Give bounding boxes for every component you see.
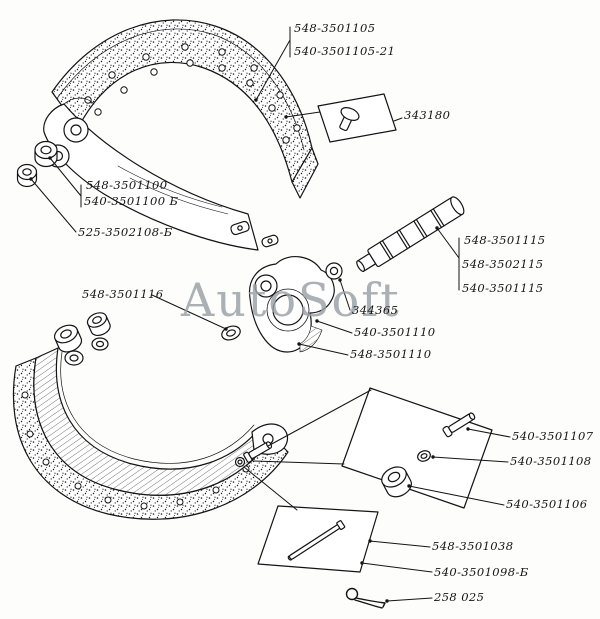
shoe-bushing-2 bbox=[16, 163, 38, 188]
bottom-brake-shoe bbox=[12, 312, 289, 520]
spacer-ring bbox=[325, 262, 343, 280]
bottom-shoe-bushing-2 bbox=[86, 312, 111, 336]
clevis-washer bbox=[234, 456, 246, 468]
leader-lines bbox=[30, 26, 511, 602]
top-shoe-rivet-holes bbox=[84, 43, 301, 144]
part-label-548-3501105: 548-3501105 bbox=[294, 21, 376, 35]
part-label-548-3501100: 548-3501100 bbox=[86, 178, 168, 192]
part-label-548-3501038: 548-3501038 bbox=[432, 539, 514, 553]
retainer-rod bbox=[287, 520, 346, 561]
shoe-bushing-1 bbox=[34, 140, 58, 168]
part-label-344365: 344365 bbox=[352, 303, 399, 317]
top-shoe-tab-1 bbox=[230, 220, 250, 236]
part-label-540-3501115: 540-3501115 bbox=[462, 281, 544, 295]
part-label-540-3501105-21: 540-3501105-21 bbox=[294, 44, 396, 58]
roller-pin bbox=[442, 412, 476, 438]
roller-washer bbox=[417, 450, 431, 462]
part-label-525-3502108b: 525-3502108-Б bbox=[78, 225, 173, 239]
shoe-axle bbox=[356, 196, 465, 272]
part-label-540-3501100b: 540-3501100 Б bbox=[84, 194, 179, 208]
rod-callout-box bbox=[257, 505, 379, 573]
watermark: AutoSoft bbox=[181, 273, 401, 327]
rivet-callout-box bbox=[317, 93, 397, 143]
part-label-540-3501106: 540-3501106 bbox=[506, 497, 588, 511]
rivet bbox=[339, 106, 360, 132]
part-label-548-3501116: 548-3501116 bbox=[82, 287, 164, 301]
part-label-548-3502115: 548-3502115 bbox=[462, 257, 544, 271]
shoe-roller bbox=[381, 466, 412, 498]
part-label-548-3501115: 548-3501115 bbox=[464, 233, 546, 247]
part-label-540-3501110: 540-3501110 bbox=[354, 325, 436, 339]
top-brake-shoe bbox=[43, 19, 319, 251]
part-label-548-3501110: 548-3501110 bbox=[350, 347, 432, 361]
leader-dots bbox=[29, 98, 470, 603]
bottom-shoe-rivet-holes bbox=[21, 391, 250, 510]
part-label-343180: 343180 bbox=[404, 108, 451, 122]
part-label-540-3501098b: 540-3501098-Б bbox=[434, 565, 529, 579]
part-label-540-3501108: 540-3501108 bbox=[510, 454, 592, 468]
top-shoe-lining-end-face bbox=[291, 147, 319, 199]
part-label-540-3501107: 540-3501107 bbox=[512, 429, 594, 443]
top-shoe-tab-2 bbox=[261, 234, 279, 248]
pin-callout-box bbox=[341, 387, 493, 509]
bottom-shoe-bushing-1 bbox=[53, 324, 83, 353]
top-shoe-web bbox=[43, 103, 259, 251]
cotter-pin bbox=[345, 587, 386, 609]
bottom-shoe-anchor-eyes bbox=[64, 337, 109, 366]
part-label-258025: 258 025 bbox=[434, 590, 485, 604]
